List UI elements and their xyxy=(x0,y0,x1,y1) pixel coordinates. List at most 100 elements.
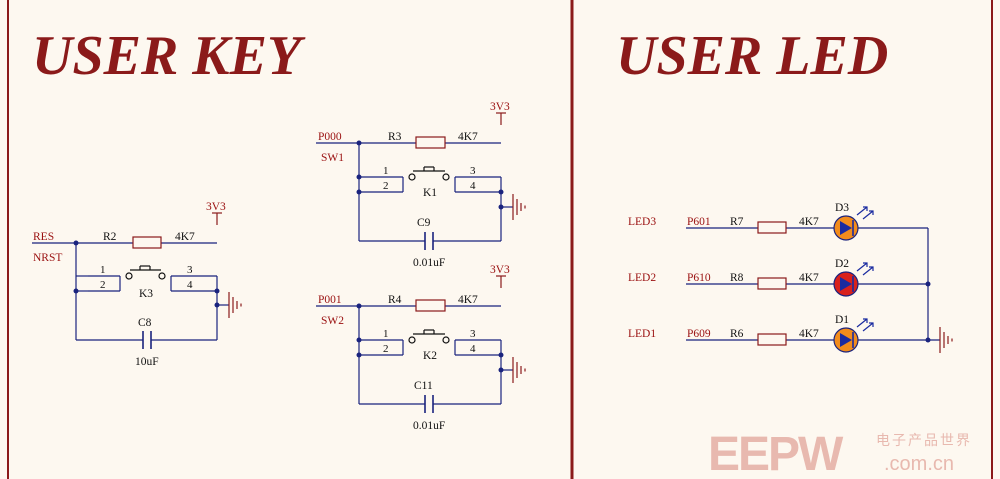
pin-number: 4 xyxy=(470,180,476,192)
junction-dot xyxy=(214,302,220,308)
net-label: SW1 xyxy=(321,152,344,164)
pin-number: 2 xyxy=(100,279,106,291)
part-ref: R3 xyxy=(388,131,402,143)
port-label: P609 xyxy=(687,328,711,340)
junction-dot xyxy=(73,288,79,294)
part-ref: K3 xyxy=(139,288,153,300)
ground-symbol xyxy=(939,326,953,354)
power-label: 3V3 xyxy=(490,264,510,276)
pin-number: 3 xyxy=(470,328,476,340)
part-value: 0.01uF xyxy=(413,420,445,432)
sheet-frame xyxy=(7,0,993,479)
pin-number: 3 xyxy=(187,264,193,276)
net-label: P001 xyxy=(318,294,342,306)
net-label: LED1 xyxy=(628,328,656,340)
junction-dot xyxy=(356,189,362,195)
ground-symbol xyxy=(512,193,526,221)
watermark-logo: EEPW xyxy=(708,428,844,479)
net-label: NRST xyxy=(33,252,62,264)
pin-number: 3 xyxy=(470,165,476,177)
pin-number: 4 xyxy=(470,343,476,355)
part-value: 4K7 xyxy=(458,294,478,306)
ground-symbol xyxy=(228,291,242,319)
pin-number: 1 xyxy=(383,165,389,177)
part-ref: K1 xyxy=(423,187,437,199)
part-ref: D3 xyxy=(835,202,849,214)
capacitor-c8 xyxy=(142,331,152,349)
junction-dot xyxy=(214,288,220,294)
net-label: SW2 xyxy=(321,315,344,327)
part-ref: R2 xyxy=(103,231,117,243)
user-led-title: USER LED xyxy=(616,25,888,87)
pin-number: 1 xyxy=(100,264,106,276)
net-label: P000 xyxy=(318,131,342,143)
part-ref: K2 xyxy=(423,350,437,362)
power-label: 3V3 xyxy=(206,201,226,213)
part-value: 0.01uF xyxy=(413,257,445,269)
net-label: RES xyxy=(33,231,54,243)
junction-dot xyxy=(498,204,504,210)
part-ref: C11 xyxy=(414,380,433,392)
part-ref: D1 xyxy=(835,314,849,326)
net-label: LED2 xyxy=(628,272,656,284)
port-label: P601 xyxy=(687,216,711,228)
part-value: 4K7 xyxy=(799,272,819,284)
junction-dot xyxy=(498,189,504,195)
pin-number: 4 xyxy=(187,279,193,291)
part-value: 4K7 xyxy=(175,231,195,243)
part-value: 4K7 xyxy=(458,131,478,143)
junction-dot xyxy=(356,337,362,343)
junction-dot xyxy=(356,174,362,180)
part-ref: R4 xyxy=(388,294,402,306)
resistor-r4 xyxy=(415,299,446,312)
part-ref: C8 xyxy=(138,317,152,329)
user-key-title: USER KEY xyxy=(32,25,306,87)
part-ref: D2 xyxy=(835,258,849,270)
part-value: 4K7 xyxy=(799,328,819,340)
junction-dot xyxy=(356,303,362,309)
resistor-r7 xyxy=(757,221,787,234)
capacitor-c9 xyxy=(424,232,434,250)
part-value: 10uF xyxy=(135,356,159,368)
part-ref: R8 xyxy=(730,272,744,284)
sw2-circuit xyxy=(316,305,513,405)
junction-dot xyxy=(925,281,931,287)
resistor-r3 xyxy=(415,136,446,149)
led-wiring xyxy=(686,227,940,341)
vcc-symbol xyxy=(495,275,507,289)
ground-symbol xyxy=(512,356,526,384)
resistor-r2 xyxy=(132,236,162,249)
resistor-r8 xyxy=(757,277,787,290)
watermark-domain: .com.cn xyxy=(884,453,954,475)
junction-dot xyxy=(356,140,362,146)
switch-k1 xyxy=(408,166,450,181)
net-label: LED3 xyxy=(628,216,656,228)
part-ref: R7 xyxy=(730,216,744,228)
part-ref: R6 xyxy=(730,328,744,340)
resistor-r6 xyxy=(757,333,787,346)
pin-number: 2 xyxy=(383,343,389,355)
pin-number: 2 xyxy=(383,180,389,192)
led-d3 xyxy=(833,206,874,241)
junction-dot xyxy=(498,352,504,358)
switch-k2 xyxy=(408,329,450,344)
junction-dot xyxy=(925,337,931,343)
watermark: EEPW 电子产品世界 .com.cn xyxy=(708,428,972,479)
pin-number: 1 xyxy=(383,328,389,340)
part-value: 4K7 xyxy=(799,216,819,228)
watermark-tagline: 电子产品世界 xyxy=(876,432,972,448)
vcc-symbol xyxy=(495,112,507,126)
junction-dot xyxy=(73,240,79,246)
junction-dot xyxy=(498,367,504,373)
led-d2 xyxy=(833,262,874,297)
junction-dot xyxy=(356,352,362,358)
sw1-circuit xyxy=(316,142,513,242)
switch-k3 xyxy=(125,265,166,280)
power-label: 3V3 xyxy=(490,101,510,113)
vcc-symbol xyxy=(211,212,223,226)
capacitor-c11 xyxy=(424,395,434,413)
led-d1 xyxy=(833,318,874,353)
port-label: P610 xyxy=(687,272,711,284)
